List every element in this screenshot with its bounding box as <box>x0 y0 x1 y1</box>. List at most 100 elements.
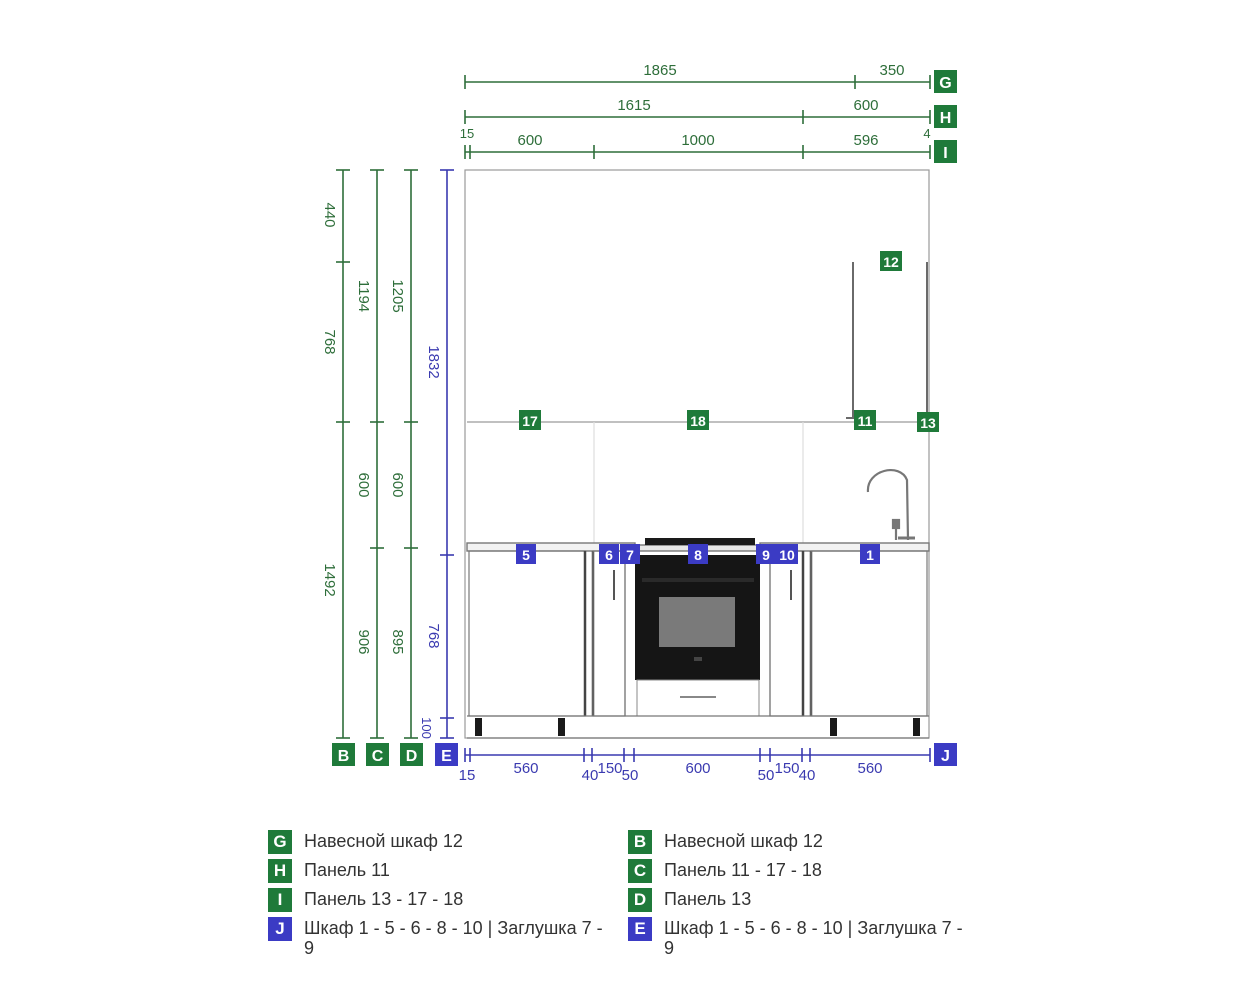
dim-b-768: 768 <box>321 329 338 354</box>
axis-tag-e: E <box>435 743 458 766</box>
dim-j-560-left: 560 <box>513 760 538 777</box>
dim-c-1194: 1194 <box>355 280 372 312</box>
dim-d-600: 600 <box>389 472 406 497</box>
svg-text:17: 17 <box>522 413 538 429</box>
axis-tag-b: B <box>332 743 355 766</box>
svg-text:H: H <box>940 110 952 127</box>
part-tag-8: 8 <box>688 544 708 564</box>
dim-d-1205: 1205 <box>389 279 406 312</box>
dim-j-150-right: 150 <box>774 760 799 777</box>
svg-text:13: 13 <box>920 415 936 431</box>
dim-i-4: 4 <box>923 126 930 141</box>
legend-item-e: E Шкаф 1 - 5 - 6 - 8 - 10 | Заглушка 7 -… <box>628 917 974 958</box>
part-tag-12: 12 <box>880 251 902 271</box>
legend-item-j: J Шкаф 1 - 5 - 6 - 8 - 10 | Заглушка 7 -… <box>268 917 614 958</box>
dim-g-1865: 1865 <box>643 62 676 79</box>
svg-text:B: B <box>338 748 350 765</box>
dim-i-15: 15 <box>460 126 474 141</box>
legend-label-d: Панель 13 <box>664 889 752 909</box>
axis-tag-h: H <box>934 105 957 128</box>
cooktop <box>645 538 755 545</box>
dim-j-50-right: 50 <box>758 767 775 784</box>
legend-item-i: I Панель 13 - 17 - 18 <box>268 888 614 912</box>
svg-text:5: 5 <box>522 547 530 563</box>
legend-label-e: Шкаф 1 - 5 - 6 - 8 - 10 | Заглушка 7 - 9 <box>664 918 963 958</box>
legend-key-i: I <box>268 888 292 912</box>
dim-i-1000: 1000 <box>681 132 714 149</box>
legend-key-j: J <box>268 917 292 941</box>
svg-text:D: D <box>406 748 418 765</box>
svg-text:E: E <box>441 748 452 765</box>
legend-label-c: Панель 11 - 17 - 18 <box>664 860 822 880</box>
dim-j-15: 15 <box>459 767 476 784</box>
dim-h-600: 600 <box>853 97 878 114</box>
svg-text:6: 6 <box>605 547 613 563</box>
dim-i-600: 600 <box>517 132 542 149</box>
legend-label-j: Шкаф 1 - 5 - 6 - 8 - 10 | Заглушка 7 - 9 <box>304 918 603 958</box>
legend-left: G Навесной шкаф 12 H Панель 11 I Панель … <box>268 830 614 963</box>
dim-c-600: 600 <box>355 472 372 497</box>
dim-h-1615: 1615 <box>617 97 650 114</box>
part-tag-18: 18 <box>687 410 709 430</box>
dimension-row-g <box>464 75 931 89</box>
svg-text:1: 1 <box>866 547 874 563</box>
dim-e-1832: 1832 <box>425 345 442 378</box>
svg-text:J: J <box>941 748 950 765</box>
axis-tag-d: D <box>400 743 423 766</box>
legend-item-c: C Панель 11 - 17 - 18 <box>628 859 974 883</box>
dimension-row-j <box>464 748 931 762</box>
part-tag-9: 9 <box>756 544 776 564</box>
part-tag-7: 7 <box>620 544 640 564</box>
dim-i-596: 596 <box>853 132 878 149</box>
legend-key-g: G <box>268 830 292 854</box>
legend-key-e: E <box>628 917 652 941</box>
plinth <box>467 715 929 739</box>
part-tag-6: 6 <box>599 544 619 564</box>
dim-j-40-right: 40 <box>799 767 816 784</box>
dim-e-100: 100 <box>419 717 434 739</box>
svg-text:G: G <box>939 75 951 92</box>
legend-key-b: B <box>628 830 652 854</box>
legend-item-b: B Навесной шкаф 12 <box>628 830 974 854</box>
legend-label-g: Навесной шкаф 12 <box>304 831 463 851</box>
dimension-row-i <box>464 145 931 159</box>
part-tag-13: 13 <box>917 412 939 432</box>
axis-tag-c: C <box>366 743 389 766</box>
dim-b-440: 440 <box>321 202 338 227</box>
svg-text:18: 18 <box>690 413 706 429</box>
dimension-row-h <box>464 110 931 124</box>
dim-c-906: 906 <box>355 629 372 654</box>
part-tag-5: 5 <box>516 544 536 564</box>
svg-text:C: C <box>372 748 384 765</box>
dimension-col-d <box>404 169 418 739</box>
dim-e-768: 768 <box>425 623 442 648</box>
legend-label-i: Панель 13 - 17 - 18 <box>304 889 464 909</box>
svg-text:7: 7 <box>626 547 634 563</box>
legend-item-d: D Панель 13 <box>628 888 974 912</box>
dim-g-350: 350 <box>879 62 904 79</box>
dimension-col-c <box>370 169 384 739</box>
legend-item-g: G Навесной шкаф 12 <box>268 830 614 854</box>
part-tag-11: 11 <box>854 410 876 430</box>
legend-key-h: H <box>268 859 292 883</box>
svg-text:12: 12 <box>883 254 899 270</box>
dim-j-560-right: 560 <box>857 760 882 777</box>
oven <box>635 555 760 717</box>
legend-key-c: C <box>628 859 652 883</box>
svg-text:9: 9 <box>762 547 770 563</box>
svg-text:10: 10 <box>779 547 795 563</box>
dim-j-600: 600 <box>685 760 710 777</box>
legend-right: B Навесной шкаф 12 C Панель 11 - 17 - 18… <box>628 830 974 963</box>
svg-text:11: 11 <box>858 413 873 429</box>
dimension-col-e <box>440 169 454 739</box>
dim-d-895: 895 <box>389 629 406 654</box>
dim-j-40-left: 40 <box>582 767 599 784</box>
dim-j-150-left: 150 <box>597 760 622 777</box>
axis-tag-j: J <box>934 743 957 766</box>
svg-text:8: 8 <box>694 547 702 563</box>
svg-text:I: I <box>943 145 947 162</box>
axis-tag-i: I <box>934 140 957 163</box>
dim-j-50-left: 50 <box>622 767 639 784</box>
dimension-col-b <box>336 169 350 739</box>
